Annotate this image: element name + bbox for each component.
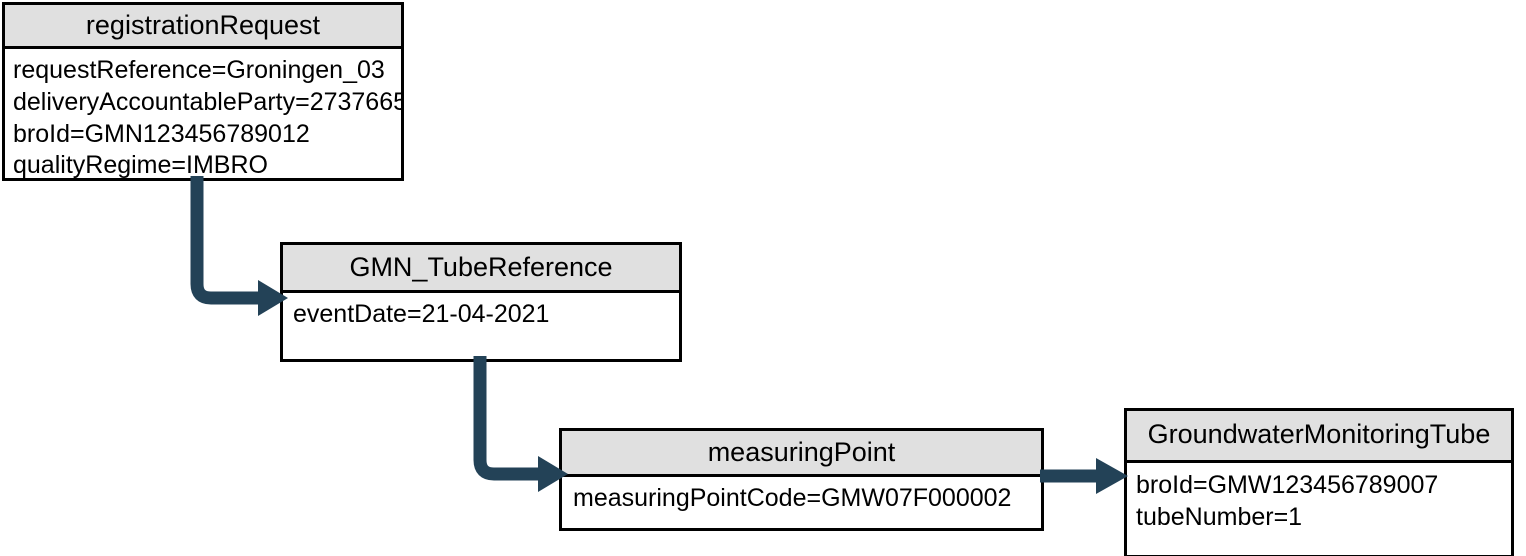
- uml-box-title: GroundwaterMonitoringTube: [1127, 411, 1511, 463]
- connector-measuring-point-to-groundwater-monitoring-tube: [1040, 458, 1128, 494]
- uml-box-title: measuringPoint: [562, 431, 1041, 477]
- connector-registration-request-to-gmn-tubereference: [190, 176, 288, 316]
- uml-attribute: deliveryAccountableParty=27376655: [13, 87, 401, 116]
- uml-box-registration-request[interactable]: registrationRequest requestReference=Gro…: [2, 2, 404, 181]
- uml-box-gmn-tubereference[interactable]: GMN_TubeReference eventDate=21-04-2021: [280, 242, 682, 362]
- uml-box-groundwater-monitoring-tube[interactable]: GroundwaterMonitoringTube broId=GMW12345…: [1124, 408, 1514, 556]
- uml-attribute: requestReference=Groningen_03: [13, 56, 385, 84]
- uml-box-attributes: broId=GMW123456789007 tubeNumber=1: [1127, 463, 1511, 555]
- uml-attribute: eventDate=21-04-2021: [293, 300, 550, 328]
- uml-attribute: measuringPointCode=GMW07F000002: [573, 484, 1012, 512]
- uml-attribute: qualityRegime=IMBRO: [13, 151, 268, 180]
- uml-box-measuring-point[interactable]: measuringPoint measuringPointCode=GMW07F…: [559, 428, 1044, 531]
- uml-box-title: GMN_TubeReference: [283, 245, 679, 293]
- uml-box-attributes: eventDate=21-04-2021: [283, 293, 679, 359]
- uml-box-title: registrationRequest: [5, 5, 401, 49]
- uml-attribute: broId=GMW123456789007: [1136, 471, 1439, 499]
- uml-box-attributes: measuringPointCode=GMW07F000002: [562, 477, 1041, 528]
- connector-gmn-tubereference-to-measuring-point: [473, 356, 568, 492]
- uml-box-attributes: requestReference=Groningen_03 deliveryAc…: [5, 49, 401, 180]
- uml-attribute: tubeNumber=1: [1136, 502, 1303, 531]
- uml-attribute: broId=GMN123456789012: [13, 119, 310, 148]
